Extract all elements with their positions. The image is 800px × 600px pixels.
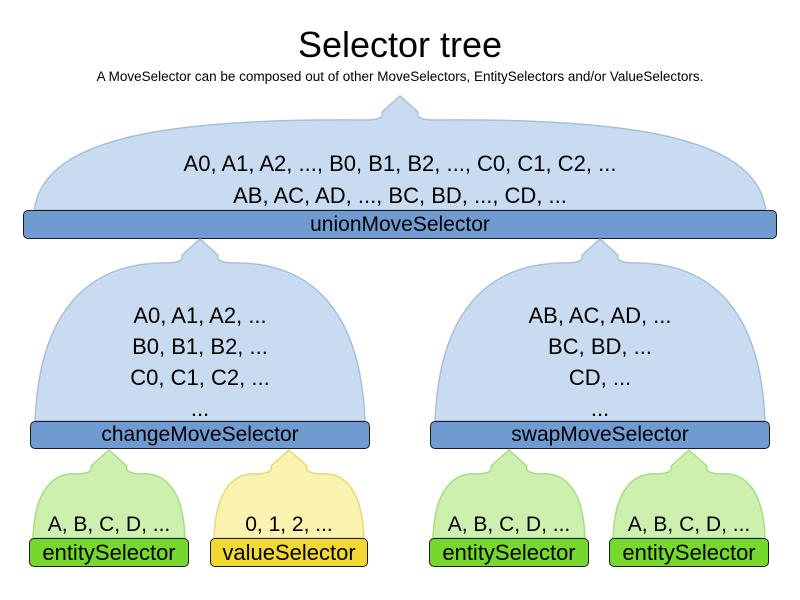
union-move-selector-node: A0, A1, A2, ..., B0, B1, B2, ..., C0, C1… (23, 95, 777, 239)
entity-selector-bar-2: entitySelector (429, 538, 589, 567)
items-line: AB, AC, AD, ... (528, 303, 672, 328)
items-line: ... (590, 396, 610, 421)
entity-selector-node-1: A, B, C, D, ... entitySelector (29, 449, 189, 567)
items-line: A, B, C, D, ... (447, 513, 571, 536)
entity-selector-bar-3: entitySelector (609, 538, 769, 567)
items-line: A0, A1, A2, ..., B0, B1, B2, ..., C0, C1… (183, 151, 617, 176)
union-move-selector-bar: unionMoveSelector (23, 210, 777, 239)
value-selector-bar: valueSelector (210, 538, 368, 567)
items-line: A, B, C, D, ... (47, 513, 171, 536)
swap-move-selector-node: AB, AC, AD, ... BC, BD, ... CD, ... ... … (430, 238, 770, 449)
entity3-cloud-arrow-shape (612, 449, 766, 539)
items-line: C0, C1, C2, ... (130, 365, 270, 390)
change-cloud-arrow-shape (34, 238, 366, 422)
entity-selector-node-2: A, B, C, D, ... entitySelector (429, 449, 589, 567)
items-line: 0, 1, 2, ... (245, 513, 333, 536)
items-line: ... (190, 396, 210, 421)
items-line: CD, ... (568, 365, 632, 390)
union-move-items: A0, A1, A2, ..., B0, B1, B2, ..., C0, C1… (23, 148, 777, 212)
swap-cloud-arrow-shape (434, 238, 766, 422)
change-move-selector-node: A0, A1, A2, ... B0, B1, B2, ... C0, C1, … (30, 238, 370, 449)
entity2-cloud-arrow-shape (432, 449, 586, 539)
items-line: A, B, C, D, ... (627, 513, 751, 536)
entity3-items: A, B, C, D, ... (609, 514, 769, 536)
diagram-subtitle: A MoveSelector can be composed out of ot… (96, 69, 704, 84)
change-move-selector-bar: changeMoveSelector (30, 421, 370, 449)
entity2-items: A, B, C, D, ... (429, 514, 589, 536)
swap-move-items: AB, AC, AD, ... BC, BD, ... CD, ... ... (430, 300, 770, 424)
swap-move-selector-bar: swapMoveSelector (430, 421, 770, 449)
value-selector-node: 0, 1, 2, ... valueSelector (210, 449, 368, 567)
value-cloud-arrow-shape (213, 449, 365, 539)
change-move-items: A0, A1, A2, ... B0, B1, B2, ... C0, C1, … (30, 300, 370, 424)
diagram-title: Selector tree (297, 24, 503, 65)
items-line: B0, B1, B2, ... (132, 334, 268, 359)
entity1-cloud-arrow-shape (32, 449, 186, 539)
entity1-items: A, B, C, D, ... (29, 514, 189, 536)
items-line: A0, A1, A2, ... (133, 303, 267, 328)
union-cloud-arrow-shape (33, 95, 767, 211)
value-items: 0, 1, 2, ... (210, 514, 368, 536)
items-line: BC, BD, ... (548, 334, 652, 359)
items-line: AB, AC, AD, ..., BC, BD, ..., CD, ... (233, 183, 567, 208)
entity-selector-node-3: A, B, C, D, ... entitySelector (609, 449, 769, 567)
entity-selector-bar-1: entitySelector (29, 538, 189, 567)
